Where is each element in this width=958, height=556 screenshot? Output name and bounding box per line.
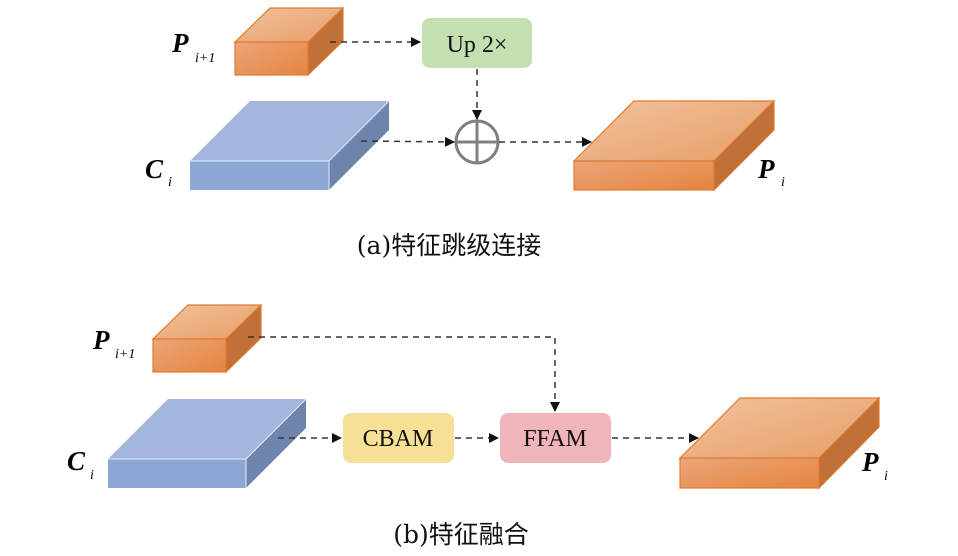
arrow-c-to-add (360, 136, 455, 147)
p-out-label: P (757, 154, 775, 184)
p-out-label-b: P (861, 447, 879, 477)
arrow-pnext-to-ffam (248, 336, 560, 412)
p-out-feature-slab-b (678, 396, 881, 490)
ffam-label: FFAM (523, 426, 587, 452)
c-feature-slab-b (108, 398, 307, 488)
caption-a: (a)特征跳级连接 (357, 231, 541, 260)
c-label: C (145, 154, 164, 184)
upsample-box: Up 2× (422, 18, 532, 68)
p-next-feature-cube (233, 6, 345, 77)
cbam-box: CBAM (343, 413, 454, 463)
cbam-label: CBAM (363, 426, 434, 452)
p-out-feature-slab (572, 99, 776, 192)
c-subscript: i (168, 175, 172, 190)
panel-a: P i+1 Up 2× C i P i (145, 6, 785, 260)
p-next-label: P (171, 28, 189, 58)
p-next-subscript-b: i+1 (115, 347, 135, 362)
p-out-subscript: i (781, 175, 785, 190)
upsample-label: Up 2× (447, 32, 508, 58)
p-next-subscript: i+1 (195, 51, 215, 66)
p-next-feature-cube-b (151, 303, 263, 374)
element-wise-add-icon (454, 119, 500, 165)
p-next-label-b: P (92, 325, 110, 355)
caption-b: (b)特征融合 (393, 520, 529, 549)
p-out-subscript-b: i (884, 469, 888, 484)
c-label-b: C (67, 446, 86, 476)
panel-b: P i+1 C i CBAM FFAM P i (67, 303, 888, 549)
ffam-box: FFAM (500, 413, 611, 463)
c-feature-slab (190, 100, 390, 190)
c-subscript-b: i (90, 468, 94, 483)
